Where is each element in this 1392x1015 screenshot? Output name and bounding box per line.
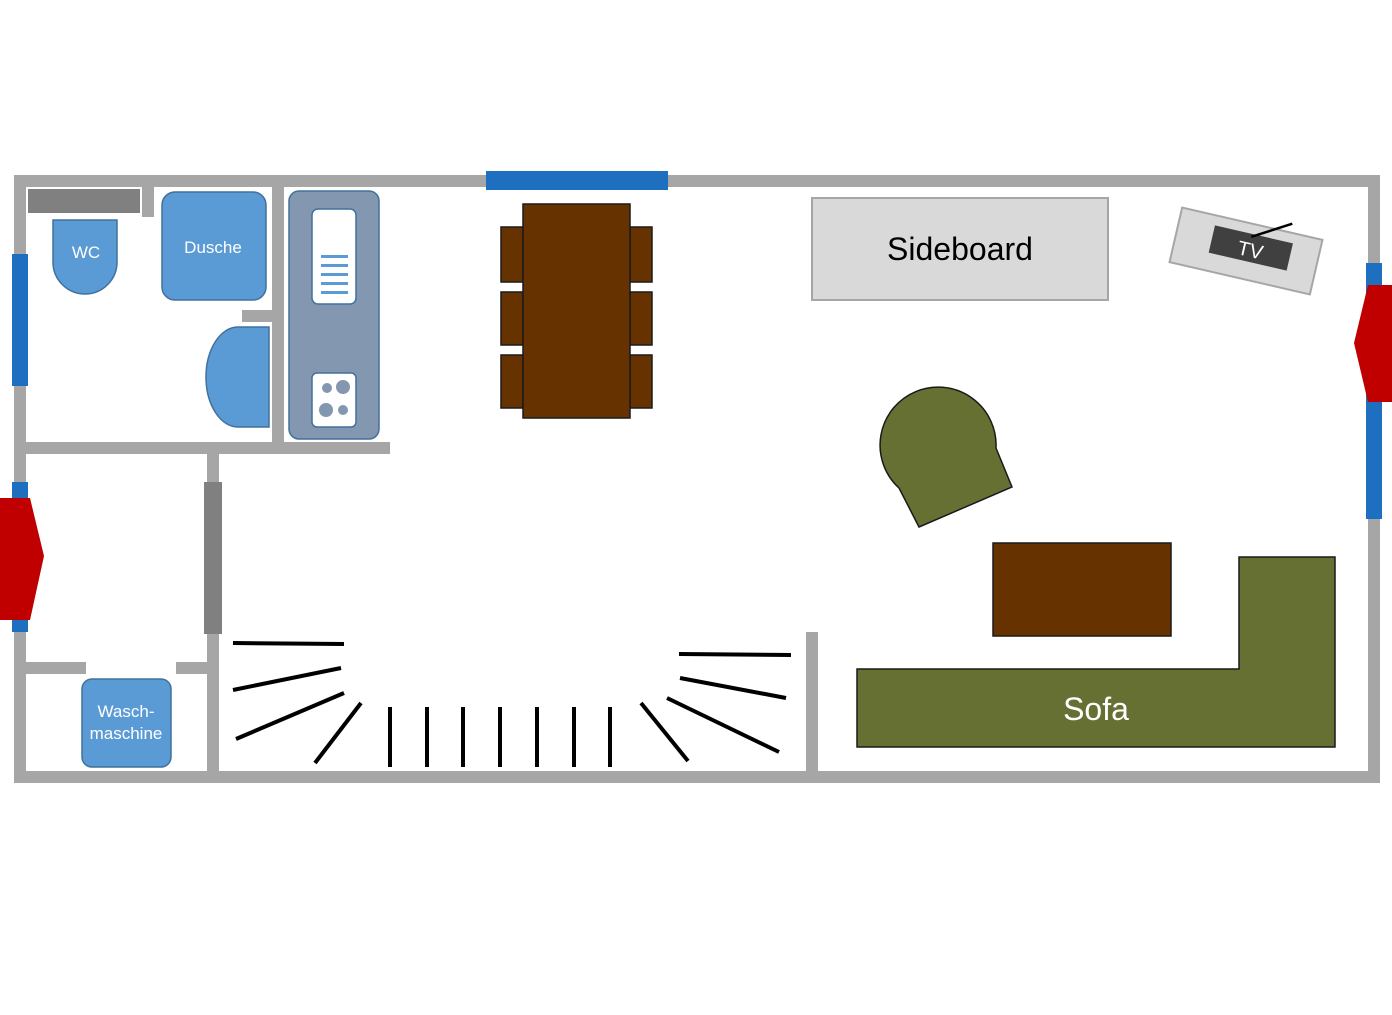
wall-laundry-left xyxy=(26,662,86,674)
wall-laundry-right xyxy=(176,662,209,674)
sofa xyxy=(856,556,1336,748)
cooktop xyxy=(311,372,357,428)
tv-unit: TV xyxy=(1168,206,1324,296)
dining-table xyxy=(522,203,631,419)
stove-burner-icon xyxy=(319,380,350,417)
wall-stair-right xyxy=(806,632,818,774)
shower-label: Dusche xyxy=(184,238,242,257)
dining-chairs xyxy=(500,226,653,409)
entry-marker-right xyxy=(1354,285,1392,402)
sideboard xyxy=(811,197,1109,301)
wc-label: WC xyxy=(72,243,100,262)
sofa-label: Sofa xyxy=(1063,691,1129,727)
interior-walls xyxy=(26,187,818,774)
wc-toilet xyxy=(52,219,118,295)
wall-wc-stub xyxy=(142,187,154,217)
wall-top xyxy=(14,175,1380,187)
sink xyxy=(205,326,270,428)
sink-drain-icon xyxy=(321,255,348,294)
staircase xyxy=(232,641,792,767)
window-left-upper xyxy=(12,254,28,386)
washer-label-line1: Wasch- xyxy=(98,702,155,721)
shower xyxy=(161,191,267,301)
washer-label-line2: maschine xyxy=(90,724,163,743)
armchair xyxy=(879,386,1013,528)
sideboard-label: Sideboard xyxy=(887,231,1033,267)
washing-machine xyxy=(81,678,172,768)
wall-bath-stub xyxy=(242,310,274,322)
wall-hall-east-bottom xyxy=(207,634,219,774)
wall-hall-east-top xyxy=(207,454,219,482)
entry-marker-left xyxy=(0,498,44,620)
window-top xyxy=(486,171,668,190)
wc-wall-shelf xyxy=(28,189,140,213)
coffee-table xyxy=(992,542,1172,637)
door-sliding xyxy=(204,482,222,634)
wall-bath-south xyxy=(26,442,390,454)
wall-bottom xyxy=(14,771,1380,783)
wall-bath-east xyxy=(272,187,284,442)
